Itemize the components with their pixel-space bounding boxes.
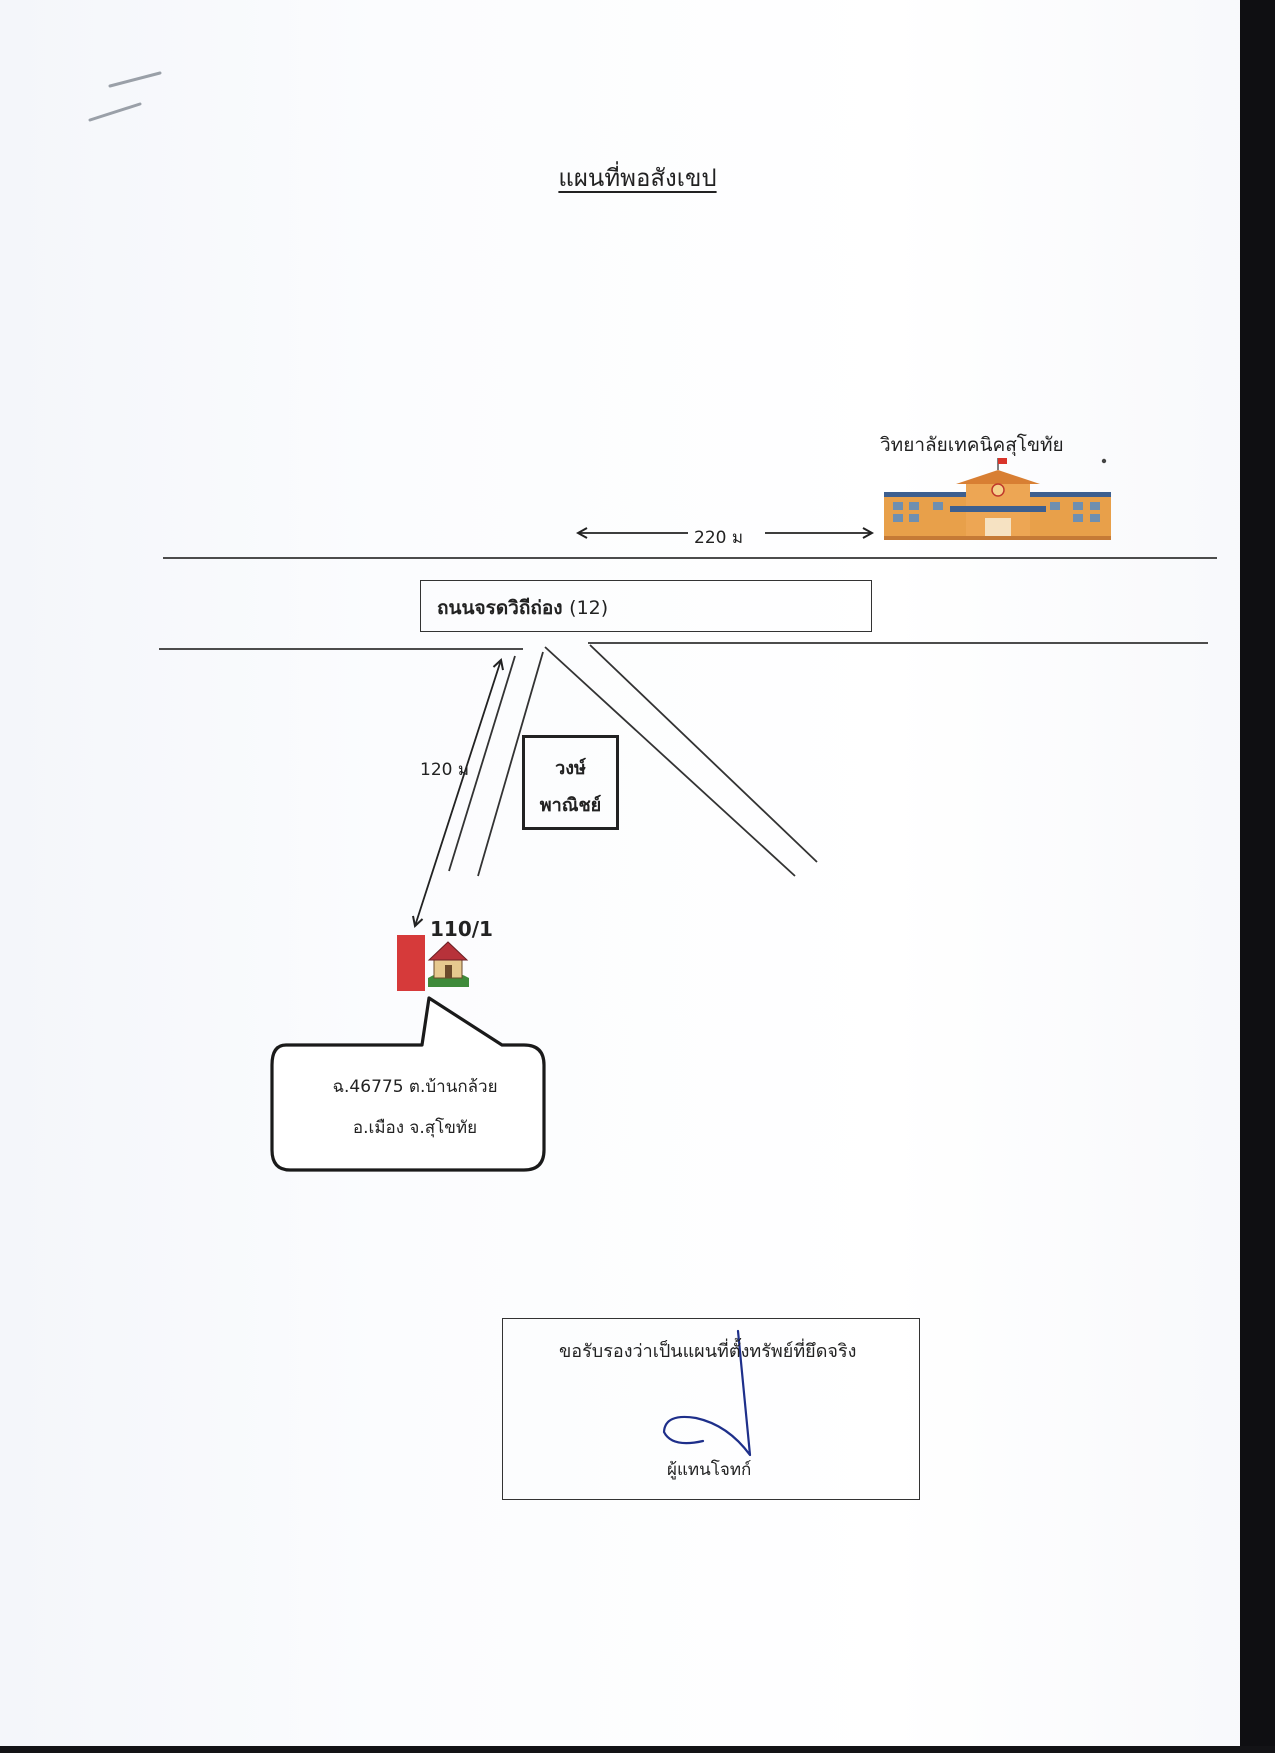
road-label-box: ถนนจรดวิถีถ่อง (12) xyxy=(420,580,872,632)
shop-name-line1: วงษ์ xyxy=(555,758,586,779)
shop-landmark: วงษ์ พาณิชย์ xyxy=(522,735,619,830)
deed-line-1: ฉ.46775 ต.บ้านกล้วย xyxy=(332,1077,498,1097)
distance-label-220: 220 ม xyxy=(694,528,744,548)
certification-text: ขอรับรองว่าเป็นแผนที่ตั้งทรัพย์ที่ยึดจริ… xyxy=(559,1341,857,1362)
shop-name-line2: พาณิชย์ xyxy=(539,795,602,816)
diagonal-road-east-edge xyxy=(589,644,818,863)
road-number: (12) xyxy=(569,597,609,619)
certification-box: ขอรับรองว่าเป็นแผนที่ตั้งทรัพย์ที่ยึดจริ… xyxy=(502,1318,920,1500)
scan-edge-right xyxy=(1240,0,1275,1753)
scan-edge-bottom xyxy=(0,1746,1275,1753)
staple-marks xyxy=(88,71,162,122)
signatory-label: ผู้แทนโจทก์ xyxy=(667,1460,752,1480)
deed-line-2: อ.เมือง จ.สุโขทัย xyxy=(352,1118,478,1138)
house-number: 110/1 xyxy=(430,917,493,941)
address-callout xyxy=(270,996,546,1172)
college-label: วิทยาลัยเทคนิคสุโขทัย xyxy=(880,434,1064,456)
school-building-icon xyxy=(884,458,1111,540)
road-name: ถนนจรดวิถีถ่อง xyxy=(437,597,563,619)
distance-arrow-120 xyxy=(415,660,501,926)
road-label: ถนนจรดวิถีถ่อง (12) xyxy=(437,593,608,623)
property-marker xyxy=(397,935,425,991)
house-icon xyxy=(427,941,469,987)
diagonal-road-west-edge xyxy=(544,646,796,877)
distance-label-120: 120 ม xyxy=(420,760,470,780)
page-title: แผนที่พอสังเขป xyxy=(558,164,717,192)
signature xyxy=(662,1329,752,1457)
